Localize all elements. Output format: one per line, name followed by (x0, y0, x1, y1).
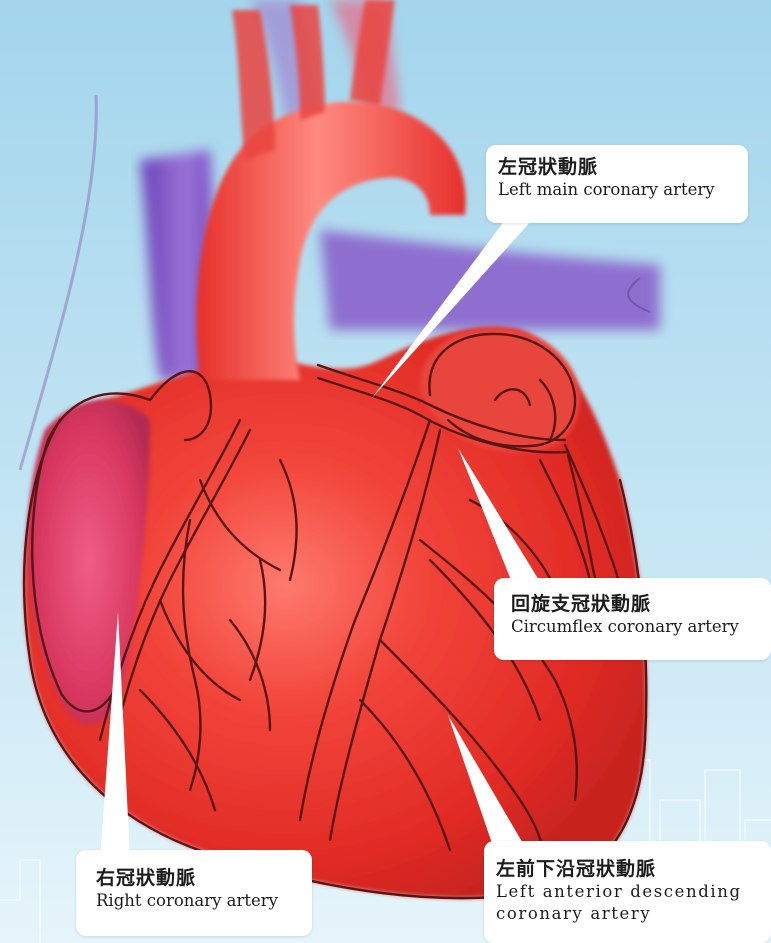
label-lad-zh: 左前下沿冠狀動脈 (496, 857, 759, 881)
label-right-en: Right coronary artery (96, 890, 298, 912)
callout-left-anterior-descending: 左前下沿冠狀動脈 Left anterior descending corona… (484, 841, 771, 943)
label-left-main-zh: 左冠狀動脈 (498, 155, 736, 179)
label-left-main-en: Left main coronary artery (498, 179, 736, 201)
label-lad-en-line1: Left anterior descending (496, 881, 759, 903)
callout-right-coronary: 右冠狀動脈 Right coronary artery (76, 850, 312, 936)
label-circumflex-zh: 回旋支冠狀動脈 (511, 592, 757, 616)
label-circumflex-en: Circumflex coronary artery (511, 616, 757, 638)
callout-left-main-coronary: 左冠狀動脈 Left main coronary artery (486, 145, 748, 223)
callout-circumflex-coronary: 回旋支冠狀動脈 Circumflex coronary artery (494, 578, 771, 660)
label-right-zh: 右冠狀動脈 (96, 866, 298, 890)
label-lad-en-line2: coronary artery (496, 903, 759, 925)
